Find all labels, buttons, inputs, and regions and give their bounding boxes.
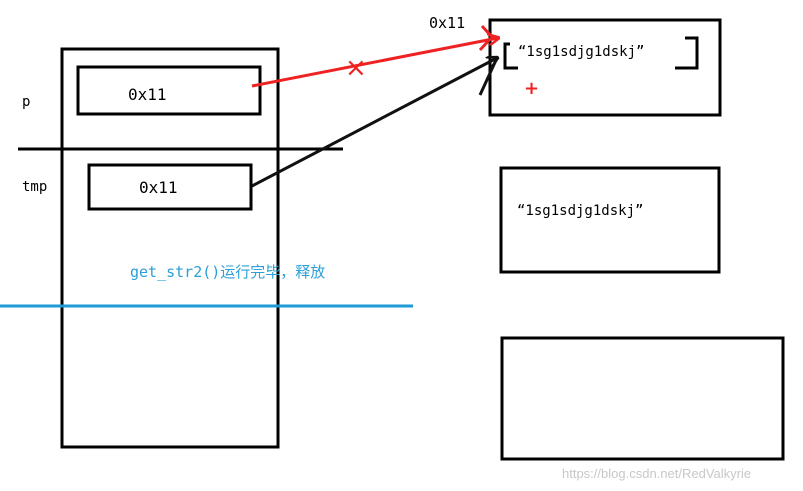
tmp-variable-value: 0x11 <box>139 178 178 197</box>
valid-pointer-arrow <box>251 58 497 188</box>
valid-pointer-tail <box>478 57 499 96</box>
p-label: p <box>22 94 30 110</box>
invalid-pointer-tail <box>478 24 495 52</box>
heap-string-top: “1sg1sdjg1dskj” <box>518 44 644 60</box>
tmp-variable-box <box>87 163 253 211</box>
release-note-text: get_str2()运行完毕，释放 <box>130 263 325 281</box>
invalid-pointer-arrow <box>251 38 498 88</box>
invalid-cross-icon: × <box>345 53 367 83</box>
heap-block-middle <box>499 166 721 274</box>
p-variable-box <box>76 65 262 116</box>
p-variable-value: 0x11 <box>128 85 167 104</box>
heap-block-bottom <box>500 336 785 461</box>
stack-frame <box>60 47 280 449</box>
heap-string-bracket <box>503 36 699 70</box>
plus-mark: + <box>524 78 539 99</box>
heap-address-label: 0x11 <box>429 14 465 32</box>
tmp-label: tmp <box>22 179 47 195</box>
watermark-text: https://blog.csdn.net/RedValkyrie <box>562 466 751 481</box>
heap-string-middle: “1sg1sdjg1dskj” <box>517 203 643 219</box>
